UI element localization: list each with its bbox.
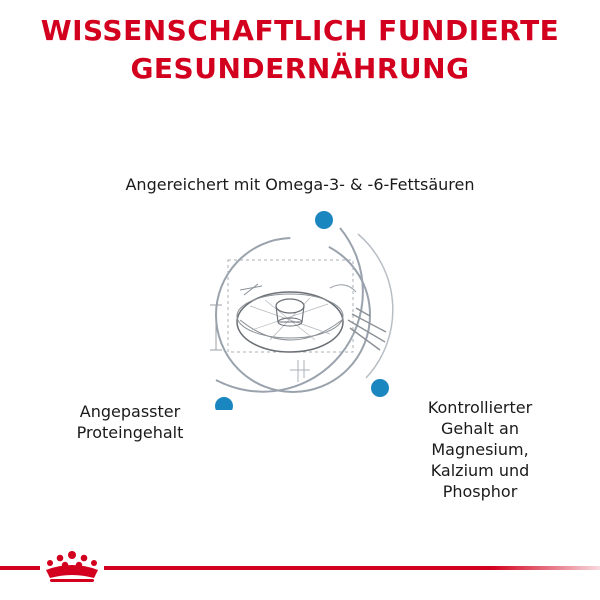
headline: WISSENSCHAFTLICH FUNDIERTE GESUNDERNÄHRU… [0, 12, 600, 88]
benefit-minerals-line: Magnesium, [431, 440, 529, 459]
kibble-diagram [210, 211, 394, 410]
outer-ring-arc [357, 233, 394, 379]
royal-canin-crown-icon [40, 546, 104, 586]
benefit-protein-line: Angepasster [79, 402, 181, 421]
benefit-minerals-line: Kontrollierter [427, 398, 533, 417]
benefit-omega-text: Angereichert mit Omega-3- & -6-Fettsäure… [125, 175, 475, 194]
benefit-minerals: Kontrollierter Gehalt an Magnesium, Kalz… [405, 397, 555, 502]
blue-dot-top [315, 211, 333, 229]
outer-ring-arc [215, 227, 364, 393]
benefit-protein-line: Proteingehalt [76, 423, 184, 442]
kibble-sketch-icon [210, 259, 387, 382]
benefit-minerals-line: Kalzium und [430, 461, 530, 480]
benefit-minerals-line: Phosphor [442, 482, 518, 501]
benefit-minerals-line: Gehalt an [441, 419, 519, 438]
blue-dot-left [215, 397, 233, 410]
blue-dot-right [371, 379, 389, 397]
footer-red-line [0, 566, 600, 570]
headline-line-2: GESUNDERNÄHRUNG [130, 52, 470, 85]
headline-line-1: WISSENSCHAFTLICH FUNDIERTE [40, 14, 560, 47]
benefit-omega: Angereichert mit Omega-3- & -6-Fettsäure… [100, 174, 500, 195]
benefit-protein: Angepasster Proteingehalt [50, 401, 210, 443]
